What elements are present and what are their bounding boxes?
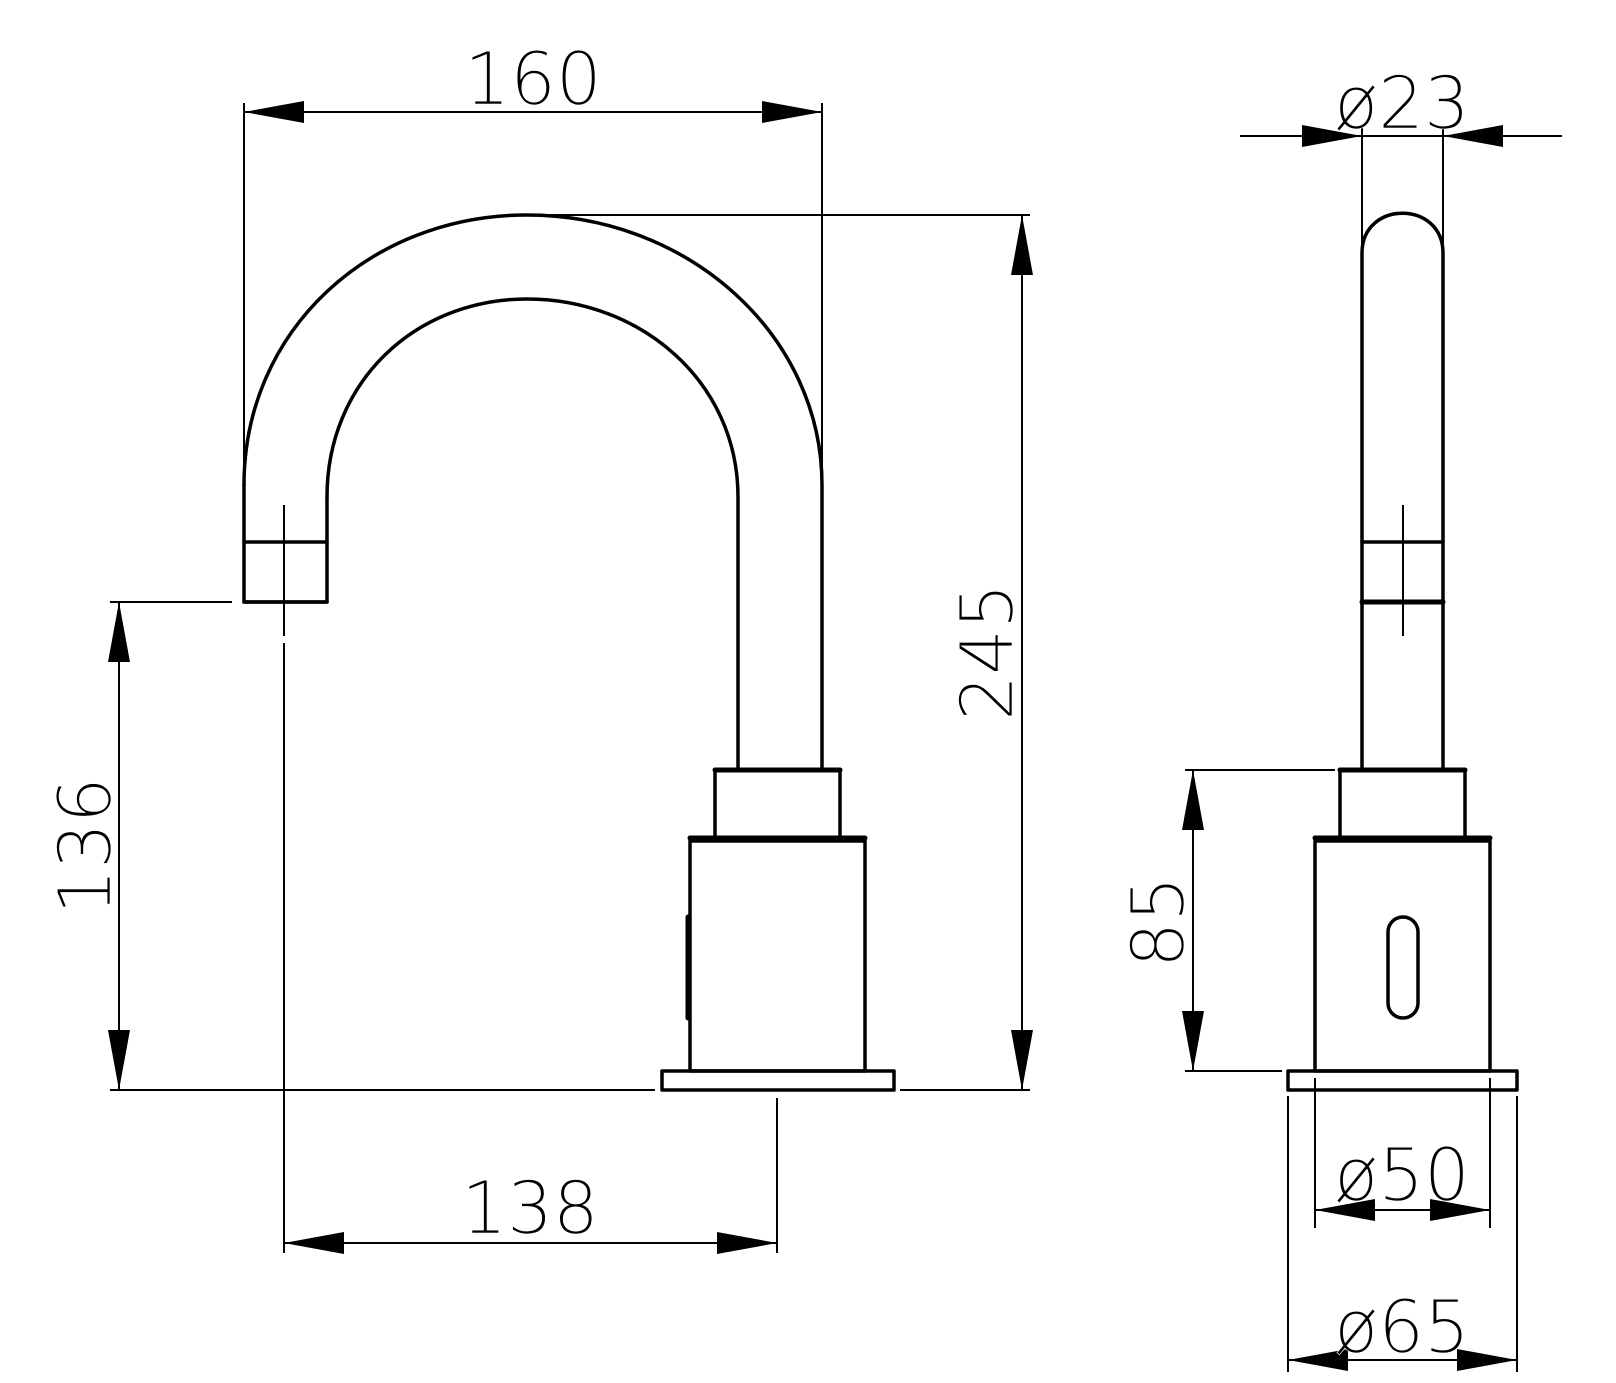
body-height-label: 85 <box>1116 876 1200 968</box>
arrow-icon <box>1430 1199 1490 1221</box>
side-upper-collar <box>1338 768 1467 840</box>
body-diameter-label: ø50 <box>1334 1133 1470 1217</box>
sensor-window-icon <box>1386 915 1420 1020</box>
arrow-icon <box>244 101 304 123</box>
arrow-icon <box>108 602 130 662</box>
arrow-icon <box>108 1030 130 1090</box>
arrow-icon <box>762 101 822 123</box>
reach-label: 160 <box>464 37 601 121</box>
spout-diameter-label: ø23 <box>1334 61 1470 145</box>
side-base-plate <box>1286 1069 1519 1092</box>
offset-label: 138 <box>461 1166 598 1250</box>
total-height-label: 245 <box>945 583 1029 720</box>
sensor-body <box>688 839 867 1073</box>
side-spout-tube <box>1360 211 1445 772</box>
spout-inner-curve <box>325 297 740 772</box>
base-diameter-label: ø65 <box>1334 1285 1470 1369</box>
arrow-icon <box>1182 1011 1204 1071</box>
arrow-icon <box>1315 1199 1375 1221</box>
arrow-icon <box>284 1232 344 1254</box>
outlet-height-label: 136 <box>43 777 127 914</box>
arrow-icon <box>1288 1349 1348 1371</box>
side-sensor-body <box>1313 839 1492 1073</box>
upper-collar <box>713 768 842 840</box>
base-plate <box>660 1069 896 1092</box>
arrow-icon <box>1302 125 1362 147</box>
arrow-icon <box>717 1232 777 1254</box>
arrow-icon <box>1011 215 1033 275</box>
front-view <box>242 213 896 1092</box>
arrow-icon <box>1011 1030 1033 1090</box>
arrow-icon <box>1182 770 1204 830</box>
dimension-labels: 160 245 136 138 ø23 85 ø50 ø65 <box>43 37 1470 1370</box>
side-view <box>1286 211 1519 1092</box>
front-dimensions <box>108 101 1033 1254</box>
arrow-icon <box>1457 1349 1517 1371</box>
side-dimensions <box>1182 125 1562 1372</box>
arrow-icon <box>1443 125 1503 147</box>
